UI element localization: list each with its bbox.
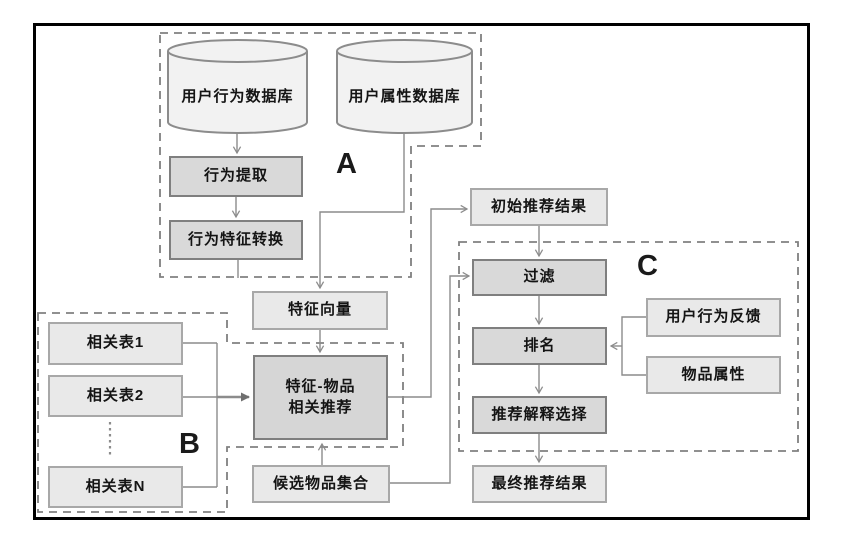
node-related-table-2: 相关表2 [48, 375, 183, 417]
edge-attributedb-to-featurevector [315, 133, 405, 290]
node-final-recommendation: 最终推荐结果 [472, 465, 607, 503]
user-behavior-db-cylinder [167, 39, 308, 134]
section-b-label: B [179, 428, 200, 460]
node-explanation-selection: 推荐解释选择 [472, 396, 607, 434]
node-item-attribute: 物品属性 [646, 356, 781, 394]
database-cylinders [167, 39, 473, 134]
node-behavior-feature-conversion: 行为特征转换 [169, 220, 303, 260]
section-a-outline [159, 32, 482, 278]
user-behavior-db-label: 用户行为数据库 [181, 88, 294, 105]
node-behavior-extraction: 行为提取 [169, 156, 303, 197]
feature-item-line2: 相关推荐 [288, 398, 353, 416]
section-a-label: A [336, 148, 357, 180]
connector-lines [108, 133, 646, 488]
node-initial-recommendation: 初始推荐结果 [470, 188, 608, 226]
section-b-outline [37, 312, 404, 513]
edge-candidates-to-filter [390, 271, 471, 484]
section-c-label: C [637, 250, 658, 282]
node-related-table-1: 相关表1 [48, 322, 183, 365]
feature-item-line1: 特征-物品 [285, 378, 356, 396]
node-related-table-n: 相关表N [48, 466, 183, 508]
user-attribute-db-label: 用户属性数据库 [348, 88, 461, 105]
node-ranking: 排名 [472, 327, 607, 365]
edge-engine-to-initial [388, 204, 469, 398]
node-feature-item-recommendation: 特征-物品 相关推荐 [253, 355, 388, 440]
node-user-behavior-feedback: 用户行为反馈 [646, 298, 781, 337]
node-feature-vector: 特征向量 [252, 291, 388, 330]
node-candidate-item-set: 候选物品集合 [252, 465, 390, 503]
edge-feedback-join [621, 316, 646, 376]
node-filter: 过滤 [472, 259, 607, 296]
user-attribute-db-cylinder [336, 39, 473, 134]
section-outlines [37, 32, 799, 513]
section-c-outline [458, 241, 799, 452]
